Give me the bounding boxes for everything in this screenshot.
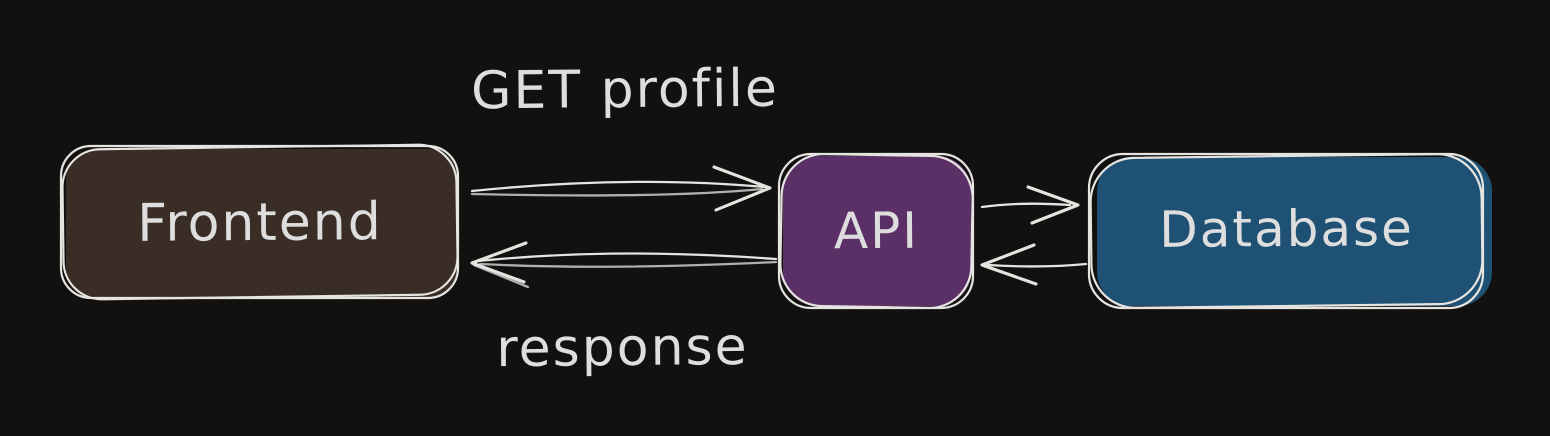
- api-node-border-sketch: [779, 152, 974, 310]
- arrowhead-left-icon: [980, 243, 1038, 286]
- arrowhead-right-icon: [1026, 185, 1080, 225]
- database-node-border-sketch: [1089, 153, 1484, 309]
- database-node-fill: [1097, 157, 1492, 306]
- edge-label-get-profile: GET profile: [470, 58, 780, 122]
- arrow-database-to-api: [980, 243, 1088, 286]
- frontend-node: [59, 143, 460, 301]
- edge-label-response: response: [496, 316, 749, 380]
- frontend-node-fill: [66, 149, 458, 297]
- arrowhead-left-icon: [470, 241, 528, 284]
- arrow-api-to-frontend: [470, 241, 778, 289]
- arrow-frontend-to-api: [470, 165, 772, 212]
- api-node: [777, 152, 975, 310]
- database-node: [1087, 152, 1492, 310]
- arrow-api-to-database: [980, 185, 1080, 225]
- api-node-fill: [783, 156, 971, 306]
- arrowhead-right-icon: [712, 165, 772, 212]
- frontend-node-border-sketch: [61, 143, 459, 301]
